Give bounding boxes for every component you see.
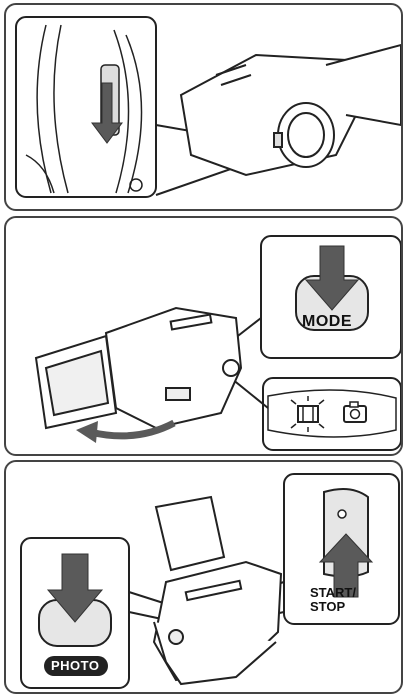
lamp-panel (268, 390, 396, 437)
camera-icon (344, 402, 366, 422)
camcorder-lens-cover-illustration (6, 5, 403, 211)
start-stop-label: START/ STOP (310, 586, 356, 614)
panel-record: PHOTO START/ STOP (4, 460, 403, 694)
mode-label: MODE (302, 313, 352, 331)
camcorder-body (36, 308, 241, 428)
start-stop-label-line1: START/ (310, 586, 356, 600)
start-stop-label-line2: STOP (310, 600, 356, 614)
photo-label: PHOTO (51, 658, 100, 673)
mode-select-illustration (6, 218, 403, 456)
panel-lens-cover (4, 3, 403, 211)
camcorder-body (181, 45, 401, 175)
record-lamp-icon (338, 510, 346, 518)
panel-mode-select: MODE (4, 216, 403, 456)
camcorder-body (154, 497, 281, 684)
